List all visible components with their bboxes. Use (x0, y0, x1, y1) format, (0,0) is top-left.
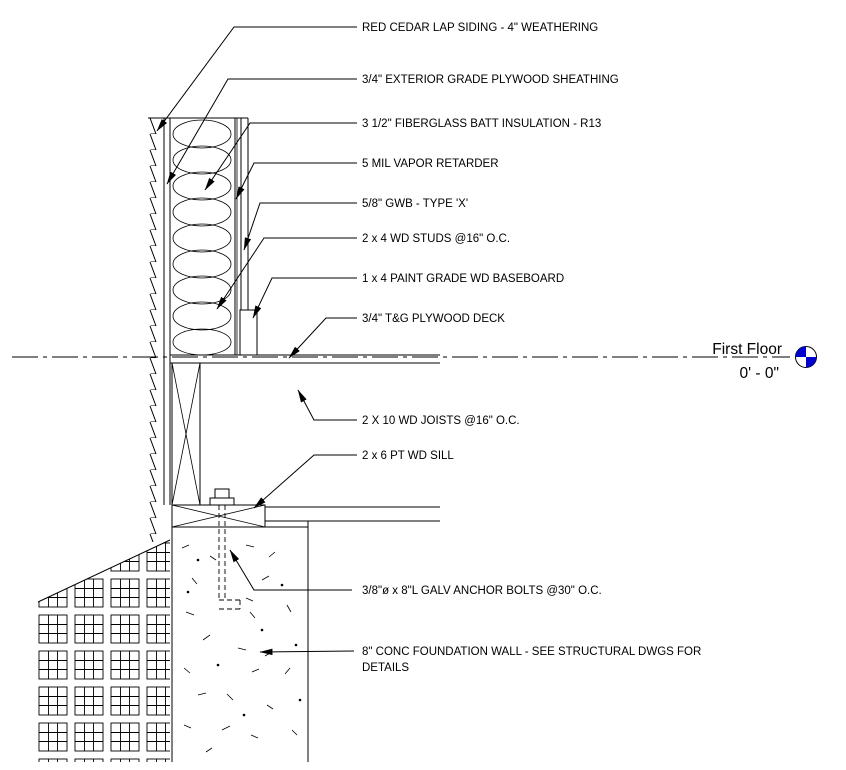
level-elevation: 0' - 0" (740, 365, 779, 382)
grade-line (37, 539, 171, 603)
leader-vapor-retarder (235, 162, 357, 200)
leader-gwb (243, 202, 357, 251)
label-vapor-retarder: 5 MIL VAPOR RETARDER (362, 158, 499, 170)
earth-hatch (38, 540, 170, 762)
leader-foundation (259, 648, 355, 656)
wall-assembly (147, 117, 258, 542)
earth-grade (37, 539, 171, 762)
leader-insulation (204, 122, 357, 191)
leader-deck (288, 317, 357, 359)
level-marker-quadrant-lr (806, 357, 817, 368)
label-joists: 2 X 10 WD JOISTS @16" O.C. (362, 415, 520, 427)
plywood-sheathing (163, 118, 171, 505)
concrete-texture (181, 544, 302, 753)
label-studs: 2 x 4 WD STUDS @16" O.C. (362, 233, 510, 245)
label-insulation: 3 1/2" FIBERGLASS BATT INSULATION - R13 (362, 118, 601, 130)
annotation-labels: RED CEDAR LAP SIDING - 4" WEATHERING 3/4… (362, 22, 701, 674)
bolt-washer (209, 497, 235, 506)
leader-sill (253, 454, 357, 509)
label-foundation-line2: DETAILS (362, 662, 409, 674)
leader-baseboard (252, 277, 357, 319)
leader-studs (216, 237, 357, 310)
gwb-layer (240, 118, 249, 311)
leader-anchor-bolts (229, 549, 352, 591)
leader-joists (297, 389, 357, 421)
leader-sheathing (166, 78, 357, 185)
level-datum: First Floor 0' - 0" (12, 341, 817, 382)
label-gwb: 5/8" GWB - TYPE 'X' (362, 198, 468, 210)
anchor-bolt (209, 488, 241, 610)
level-marker (795, 346, 817, 368)
level-name: First Floor (712, 341, 782, 358)
label-anchor-bolts: 3/8"ø x 8"L GALV ANCHOR BOLTS @30" O.C. (362, 585, 602, 597)
foundation-wall (171, 521, 309, 762)
label-sill: 2 x 6 PT WD SILL (362, 450, 454, 462)
level-marker-quadrant-ul (795, 346, 806, 357)
leader-lines (156, 26, 357, 656)
label-sheathing: 3/4" EXTERIOR GRADE PLYWOOD SHEATHING (362, 74, 619, 86)
label-foundation-line1: 8" CONC FOUNDATION WALL - SEE STRUCTURAL… (362, 646, 701, 658)
bolt-shaft-hidden-lines (218, 505, 241, 610)
leader-siding (156, 26, 357, 132)
batt-insulation (172, 118, 236, 356)
pt-sill (171, 504, 266, 528)
label-siding: RED CEDAR LAP SIDING - 4" WEATHERING (362, 22, 598, 34)
bolt-nut (214, 488, 230, 499)
wood-baseboard (239, 309, 258, 356)
label-deck: 3/4" T&G PLYWOOD DECK (362, 313, 505, 325)
lap-siding (147, 118, 157, 542)
label-baseboard: 1 x 4 PAINT GRADE WD BASEBOARD (362, 273, 564, 285)
rim-joist (171, 362, 201, 506)
floor-assembly (170, 354, 440, 528)
